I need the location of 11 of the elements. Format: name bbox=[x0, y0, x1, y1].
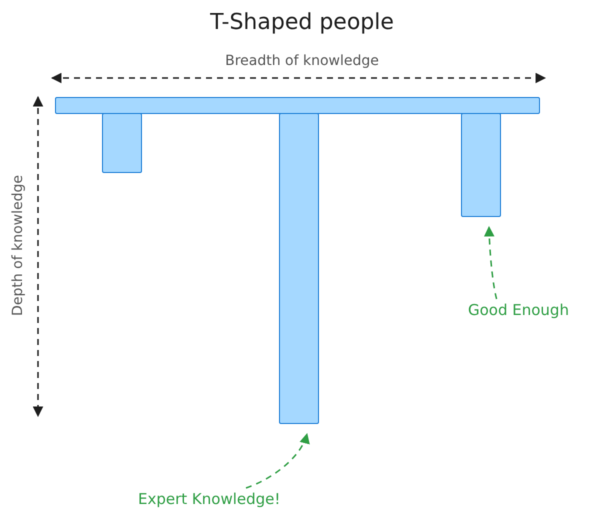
annotation-text: Expert Knowledge! bbox=[138, 490, 280, 508]
knowledge-bar bbox=[102, 113, 142, 173]
leader-arrow bbox=[484, 226, 498, 300]
knowledge-bar bbox=[279, 113, 319, 424]
leader-arrow bbox=[246, 433, 309, 489]
dimension-label: Breadth of knowledge bbox=[225, 53, 379, 69]
annotation-text: Good Enough bbox=[468, 301, 569, 319]
title: T-Shaped people bbox=[210, 10, 394, 35]
dimension-label: Depth of knowledge bbox=[10, 175, 26, 316]
crossbar bbox=[55, 97, 540, 114]
knowledge-bar bbox=[461, 113, 501, 217]
